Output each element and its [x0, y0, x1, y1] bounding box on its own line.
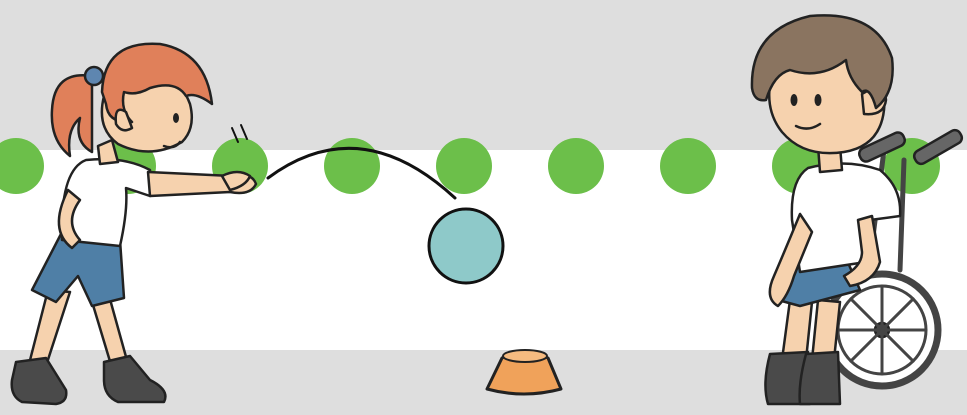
motion-lines-icon: [231, 124, 248, 143]
green-dot: [324, 138, 380, 194]
ball-icon: [427, 207, 505, 285]
green-dot: [436, 138, 492, 194]
girl-throwing-icon: [10, 42, 258, 406]
green-dot: [548, 138, 604, 194]
wheel-spoke: [849, 297, 884, 332]
boy-in-wheelchair-icon: [750, 14, 964, 406]
wheel-spoke: [849, 328, 884, 363]
wheel-spoke: [880, 297, 915, 332]
wheel-spoke: [880, 328, 915, 363]
green-dot: [660, 138, 716, 194]
green-dot: [0, 138, 44, 194]
cone-icon: [485, 349, 563, 396]
throw-arc-icon: [266, 146, 457, 200]
